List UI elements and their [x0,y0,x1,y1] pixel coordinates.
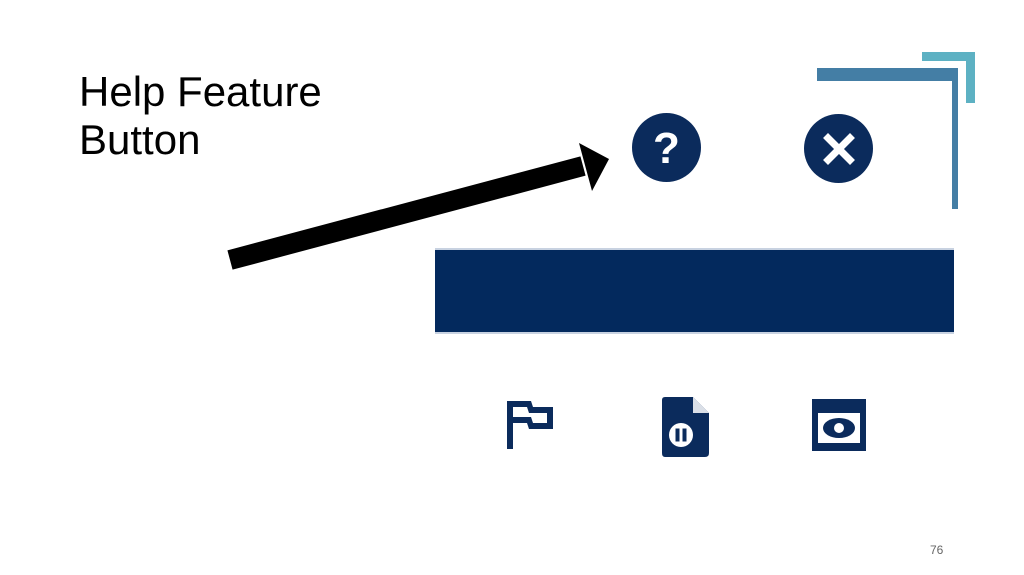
slide-title-line-1: Help Feature [79,68,322,115]
slide-title-line-2: Button [79,116,201,163]
close-button[interactable] [804,114,873,183]
close-x-icon [822,132,855,165]
navigation-bar [435,250,954,332]
corner-accent-blue-side [952,68,958,209]
question-mark-icon: ? [653,123,680,173]
flag-icon [507,401,553,449]
line-reader-button[interactable] [810,397,868,453]
flag-button[interactable] [503,397,557,451]
corner-accent-teal-side [966,52,975,103]
pause-button[interactable] [659,395,711,459]
pause-document-icon [662,397,709,457]
help-feature-button[interactable]: ? [632,113,701,182]
corner-accent-teal-top [922,52,974,61]
eye-window-icon [812,399,866,451]
arrow-head [579,143,609,191]
slide-title: Help Feature Button [79,68,322,164]
corner-accent-blue-top [817,68,958,81]
arrow-shaft [227,156,586,270]
page-number: 76 [930,543,944,557]
